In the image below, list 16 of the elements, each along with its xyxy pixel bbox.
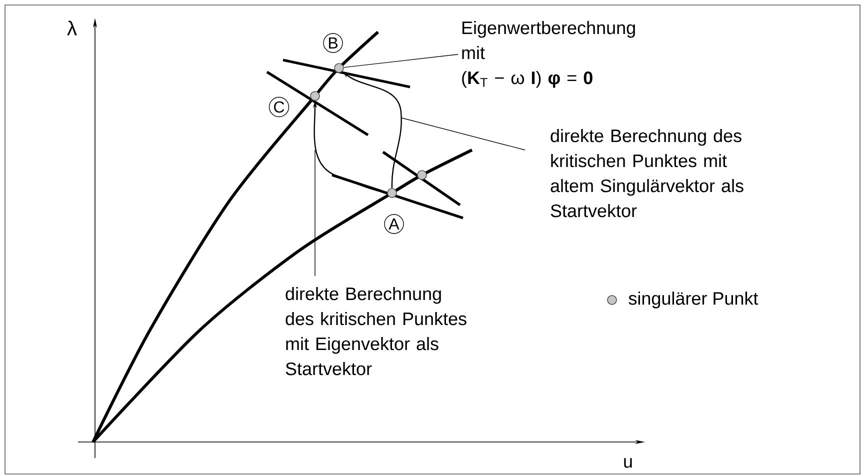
point-label: C: [268, 96, 290, 118]
singular-point: [417, 170, 427, 180]
annotation-text: direkte Berechnung des kritischen Punktes mit altem Singulärvektor als Startvektor: [550, 129, 744, 218]
leader-line: [314, 150, 316, 276]
point-label: B: [323, 33, 343, 53]
axis-label: u: [624, 458, 632, 468]
singular-point: [334, 63, 344, 73]
singular-point: [387, 188, 397, 198]
singular-point: [310, 91, 320, 101]
annotation-text: Eigenwertberechnung mit (K$_{T}$ − ω I) φ = 0: [462, 21, 635, 88]
legend-text: singulärer Punkt: [628, 292, 758, 308]
leader-line: [402, 118, 526, 150]
annotation-text: direkte Berechnung des kritischen Punktes mit Eigenvektor als Startvektor: [286, 287, 466, 376]
leader-line: [344, 54, 458, 68]
axis-label: λ: [67, 20, 77, 36]
point-label: A: [384, 214, 404, 234]
